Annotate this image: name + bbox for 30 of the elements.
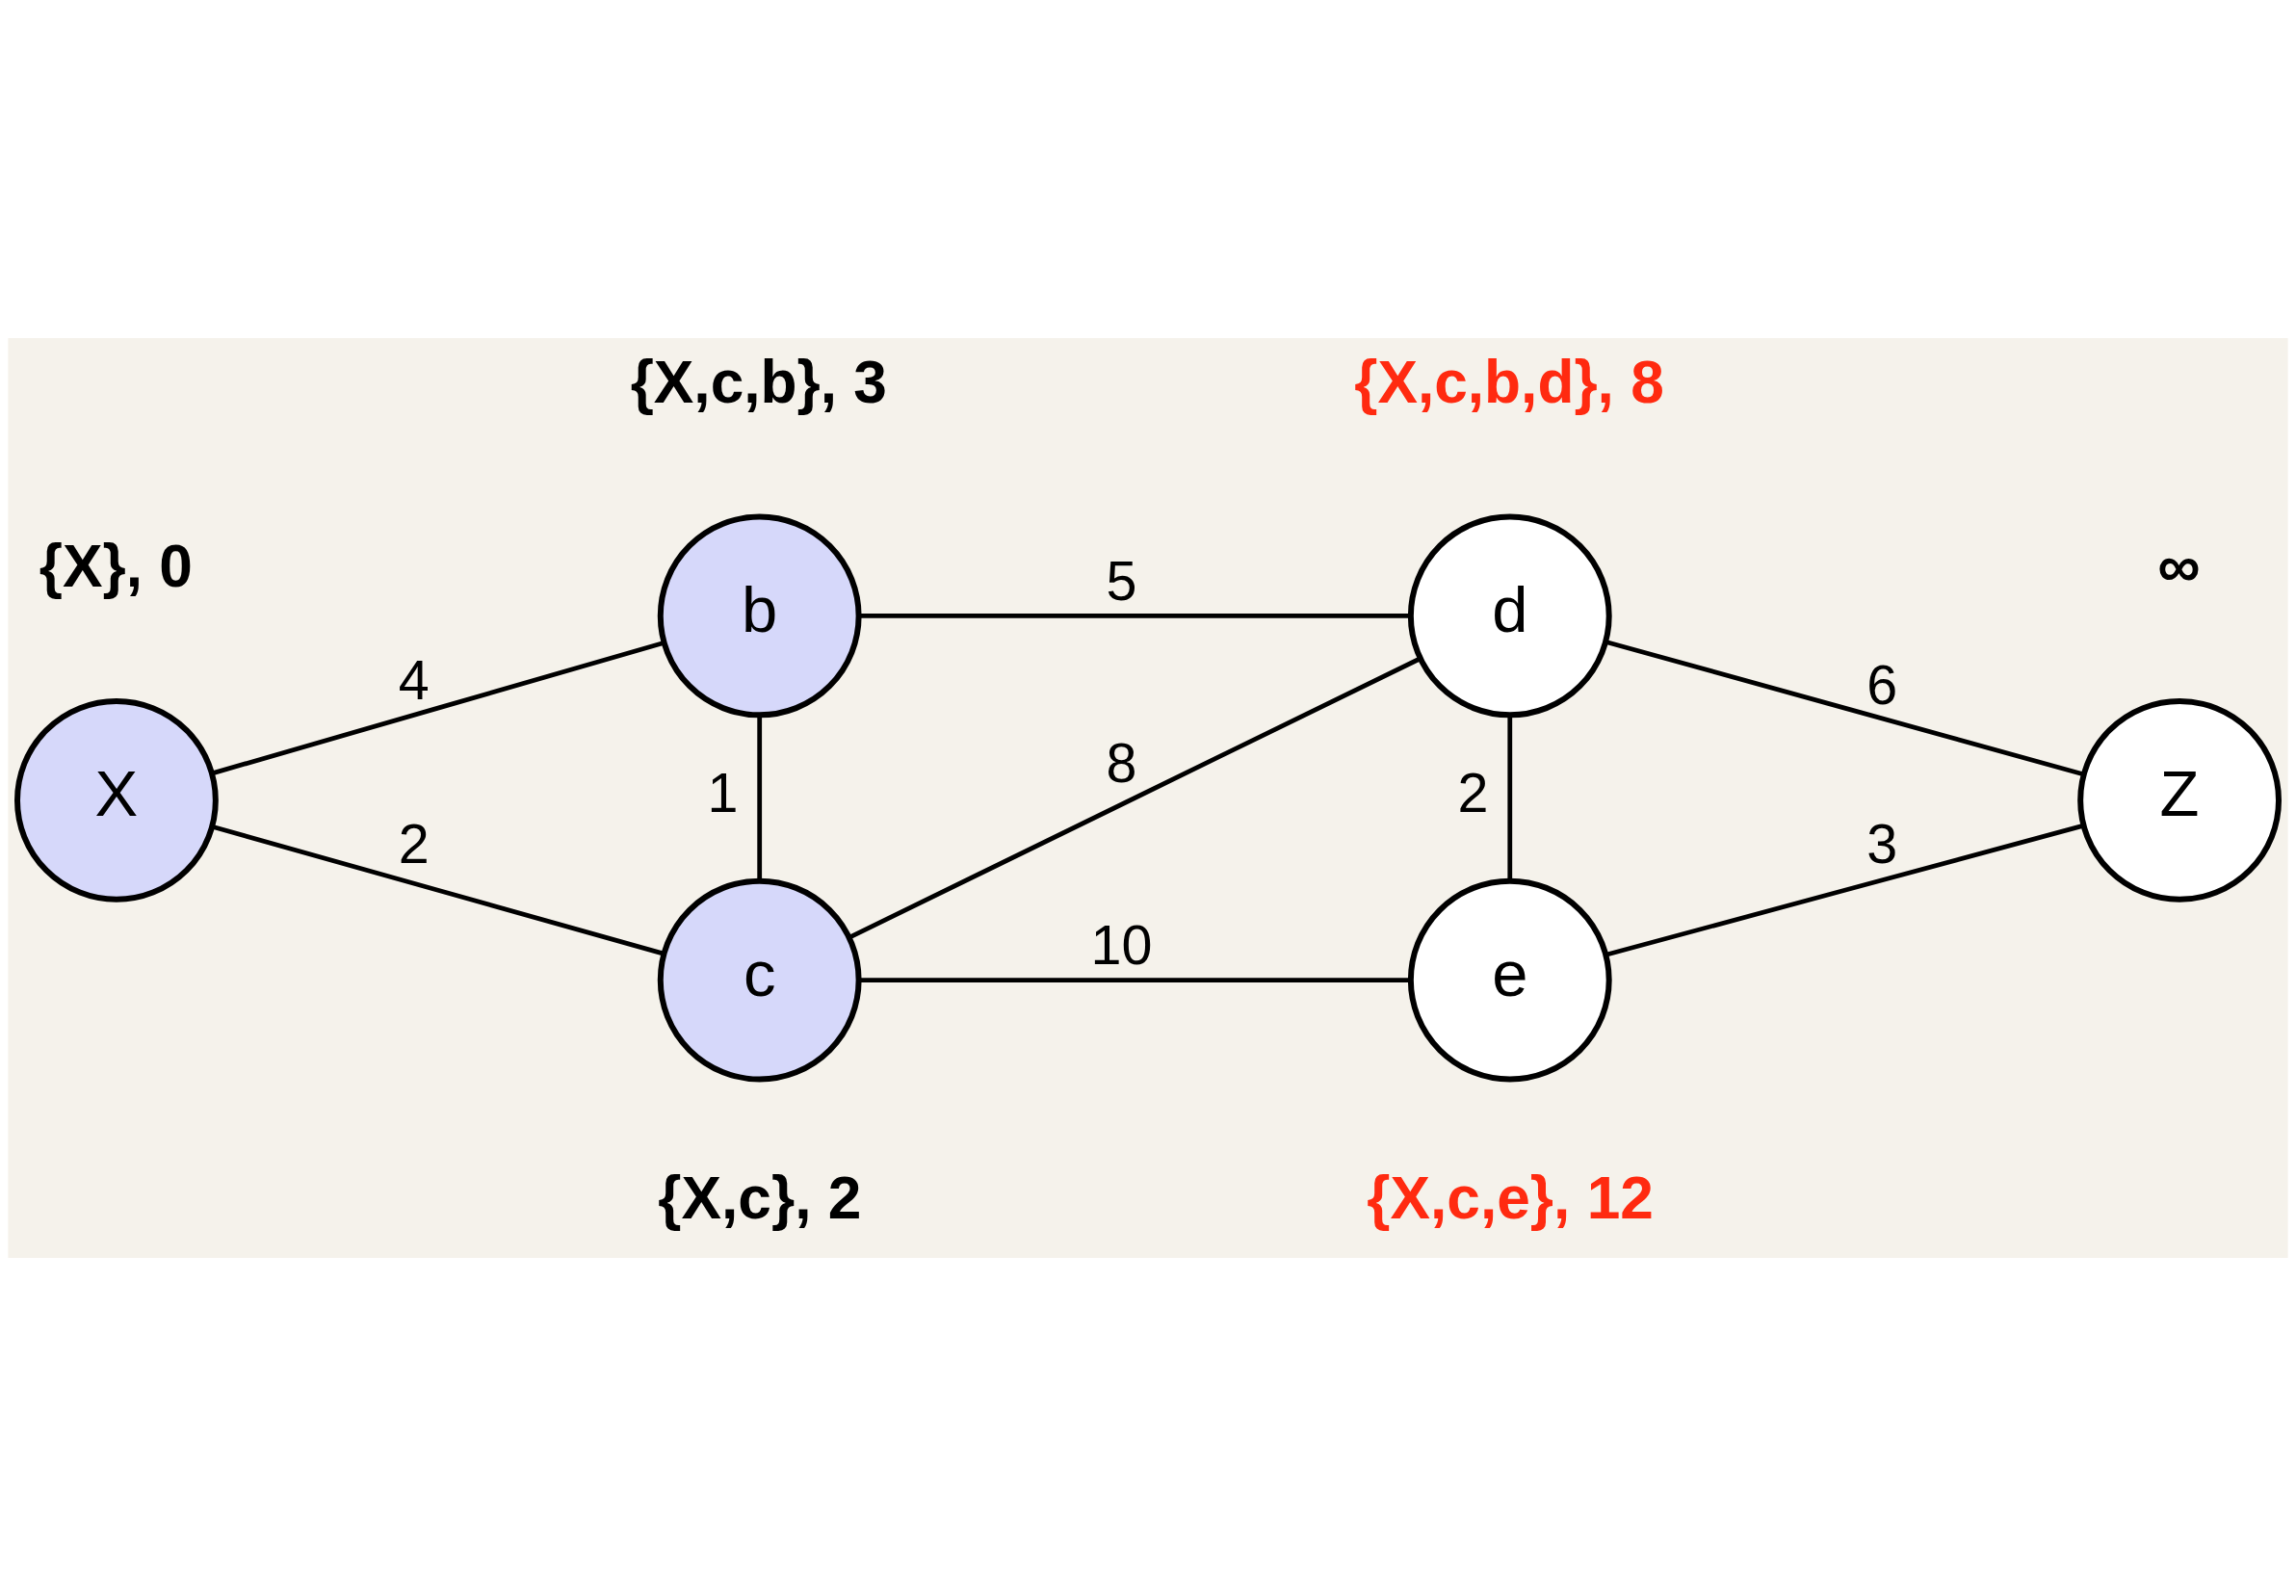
connector [859, 978, 1411, 982]
edge-label: 2 [398, 813, 430, 875]
node-circle: c [657, 877, 862, 1083]
node-circle: d [1407, 513, 1612, 719]
connector [211, 641, 665, 776]
edge-label: 10 [1090, 914, 1153, 977]
edge-label: 8 [1106, 732, 1137, 795]
connector [1507, 715, 1513, 881]
connector [757, 715, 763, 881]
node-label: {X,c,e}, 12 [1367, 1164, 1654, 1231]
connector [859, 614, 1411, 618]
edge-label: 5 [1106, 550, 1137, 613]
connector [211, 824, 665, 956]
edge-label: 6 [1866, 653, 1898, 716]
edge-label: 1 [707, 762, 739, 824]
node-circle: e [1407, 877, 1612, 1083]
edge-label: 4 [398, 649, 430, 712]
node-label: {X}, 0 [39, 533, 193, 600]
node-circle: Z [2077, 698, 2282, 903]
edge-label: 3 [1866, 813, 1898, 875]
node-circle: X [14, 698, 219, 903]
connector [1605, 640, 2085, 777]
node-label: {X,c,b}, 3 [630, 348, 887, 415]
node-label: {X,c}, 2 [658, 1164, 862, 1231]
connector [848, 656, 1422, 940]
node-label: ∞ [2157, 533, 2201, 600]
connector [1605, 824, 2084, 957]
node-circle: b [657, 513, 862, 719]
edge-label: 2 [1457, 762, 1489, 824]
node-label: {X,c,b,d}, 8 [1354, 348, 1664, 415]
